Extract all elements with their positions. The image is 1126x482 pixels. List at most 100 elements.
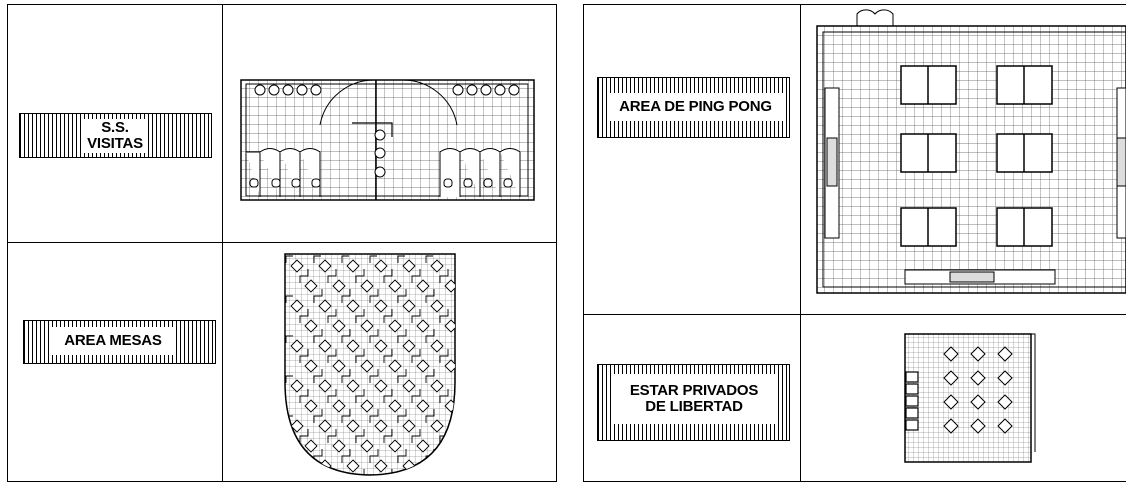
bench-bracket <box>439 275 455 297</box>
sink-row-left <box>254 84 322 96</box>
table-diamond <box>402 259 416 273</box>
lounge-table <box>943 418 959 434</box>
label-ss-visitas: S.S. VISITAS <box>19 113 212 158</box>
table-diamond <box>416 319 430 333</box>
table-diamond <box>444 359 455 373</box>
table-diamond <box>346 339 360 353</box>
bench-bracket <box>439 355 455 377</box>
table-diamond <box>304 439 318 453</box>
table-diamond <box>416 279 430 293</box>
table-diamond <box>416 359 430 373</box>
table-diamond <box>388 319 402 333</box>
table-diamond <box>332 279 346 293</box>
table-diamond <box>360 399 374 413</box>
label-text: S.S. <box>101 119 129 137</box>
table-diamond <box>430 419 444 433</box>
label-text: AREA DE PING PONG <box>619 98 772 116</box>
lounge-table <box>943 346 959 362</box>
label-area-mesas: AREA MESAS <box>23 320 216 364</box>
table-diamond <box>430 259 444 273</box>
table-diamond <box>318 299 332 313</box>
table-diamond <box>290 419 304 433</box>
lounge-plan <box>904 333 1036 463</box>
door-swing-icon <box>856 9 894 26</box>
right-table-divider-horizontal <box>583 314 1126 315</box>
left-table-divider-vertical <box>222 4 223 482</box>
lounge-table <box>943 394 959 410</box>
table-diamond <box>416 439 430 453</box>
lounge-table <box>970 394 986 410</box>
table-diamond <box>444 319 455 333</box>
lounge-table <box>997 394 1013 410</box>
bench-bracket <box>425 455 449 475</box>
sink-row-right <box>452 84 520 96</box>
table-diamond <box>374 379 388 393</box>
table-diamond <box>346 299 360 313</box>
table-diamond <box>402 299 416 313</box>
table-diamond <box>444 279 455 293</box>
toilet-stalls-right <box>439 148 521 197</box>
toilet-stalls-left <box>246 148 321 197</box>
table-diamond <box>332 359 346 373</box>
table-diamond <box>290 259 304 273</box>
table-diamond <box>402 339 416 353</box>
restroom-plan <box>240 79 535 201</box>
bench-bracket <box>439 395 455 417</box>
lounge-table <box>997 346 1013 362</box>
table-diamond <box>388 359 402 373</box>
urinals <box>374 129 386 178</box>
table-diamond <box>290 379 304 393</box>
table-diamond <box>346 379 360 393</box>
table-diamond <box>318 259 332 273</box>
table-diamond <box>360 359 374 373</box>
lounge-table <box>997 418 1013 434</box>
bench-bracket <box>341 455 365 475</box>
bench-bracket <box>285 455 309 475</box>
table-diamond <box>304 359 318 373</box>
label-estar-privados-de-libertad: ESTAR PRIVADOS DE LIBERTAD <box>597 364 790 441</box>
table-diamond <box>346 419 360 433</box>
table-diamond <box>290 299 304 313</box>
table-diamond <box>332 319 346 333</box>
table-diamond <box>332 399 346 413</box>
table-diamond <box>374 299 388 313</box>
table-diamond <box>318 339 332 353</box>
table-diamond <box>402 419 416 433</box>
table-diamond <box>304 319 318 333</box>
table-diamond <box>374 339 388 353</box>
ping-pong-tables <box>900 65 1053 247</box>
bench-bracket <box>439 315 455 337</box>
table-diamond <box>430 299 444 313</box>
tables-area-plan <box>284 253 456 476</box>
label-text: ESTAR PRIVADOS <box>629 382 759 400</box>
lounge-table <box>943 370 959 386</box>
table-diamond <box>346 259 360 273</box>
lounge-table <box>970 418 986 434</box>
bench-bracket <box>369 455 393 475</box>
table-diamond <box>360 279 374 293</box>
table-diamond <box>318 419 332 433</box>
ping-pong-plan <box>816 9 1126 294</box>
table-diamond <box>318 379 332 393</box>
right-table-divider-vertical <box>800 4 801 482</box>
label-text: VISITAS <box>87 135 143 152</box>
table-diamond <box>290 339 304 353</box>
table-diamond <box>430 459 444 473</box>
table-diamond <box>360 439 374 453</box>
table-diamond <box>304 399 318 413</box>
table-diamond <box>374 459 388 473</box>
table-diamond <box>388 439 402 453</box>
lounge-table <box>970 346 986 362</box>
table-diamond <box>416 399 430 413</box>
lounge-table <box>970 370 986 386</box>
label-area-de-ping-pong: AREA DE PING PONG <box>597 77 790 138</box>
table-diamond <box>346 459 360 473</box>
lounge-chairs <box>905 371 919 431</box>
table-diamond <box>332 439 346 453</box>
table-diamond <box>402 379 416 393</box>
table-diamond <box>374 259 388 273</box>
table-diamond <box>388 399 402 413</box>
table-diamond <box>304 279 318 293</box>
table-diamond <box>444 439 455 453</box>
table-diamond <box>290 459 304 473</box>
